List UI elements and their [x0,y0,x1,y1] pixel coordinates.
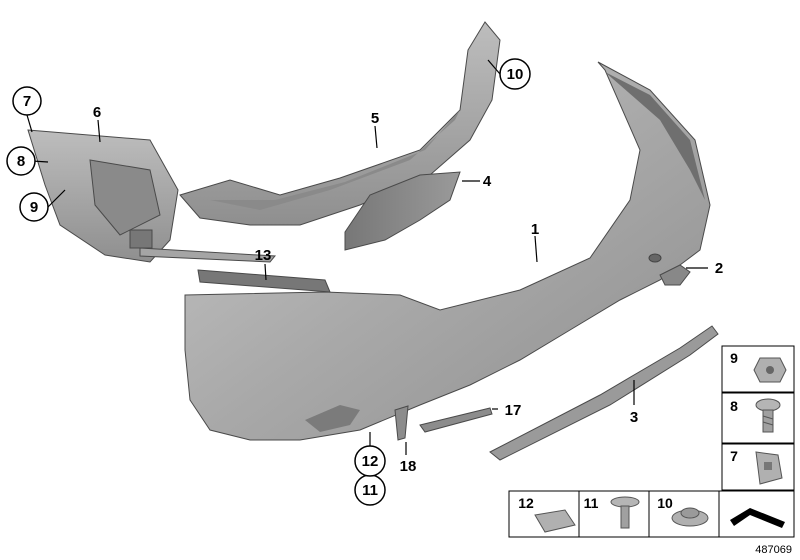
svg-text:12: 12 [518,495,534,511]
spring-clip-icon [534,509,576,533]
callout-13: 13 [255,247,272,264]
callout-7: 7 [12,86,42,116]
svg-text:12: 12 [362,453,379,470]
hardware-box-10: 10 [648,490,720,538]
hardware-box-7: 7 [721,443,795,491]
callout-2: 2 [715,260,723,277]
svg-text:11: 11 [362,482,378,499]
svg-text:13: 13 [255,247,272,264]
svg-text:9: 9 [30,199,38,216]
part-lower-trim [489,325,719,461]
svg-text:8: 8 [17,153,25,170]
callout-1: 1 [531,221,539,238]
callout-6: 6 [93,104,101,121]
callout-5: 5 [371,110,379,127]
callout-8: 8 [6,146,36,176]
part-bumper-cover [184,61,711,441]
svg-text:6: 6 [93,104,101,121]
svg-text:7: 7 [730,448,738,464]
svg-text:10: 10 [657,495,673,511]
screw-icon [755,398,781,433]
part-carrier [179,21,501,226]
callout-18: 18 [400,458,417,475]
svg-text:4: 4 [483,173,492,190]
hardware-box-gasket [718,490,795,538]
flange-nut-icon [671,507,709,527]
svg-text:2: 2 [715,260,723,277]
callout-3: 3 [630,409,638,426]
callout-4: 4 [483,173,492,190]
svg-text:3: 3 [630,409,638,426]
svg-text:9: 9 [730,350,738,366]
svg-text:11: 11 [584,495,599,511]
leader-lines [26,59,708,455]
callout-11: 11 [354,474,386,506]
rivet-icon [610,496,640,529]
hardware-box-11: 11 [578,490,650,538]
hardware-box-8: 8 [721,392,795,444]
part-bracket-left [27,129,277,263]
callout-10: 10 [499,58,531,90]
callout-9: 9 [19,192,49,222]
svg-text:17: 17 [505,402,522,419]
part-small-bracket [394,405,409,441]
gasket-icon [730,508,785,528]
reference-number: 487069 [755,544,792,556]
svg-text:5: 5 [371,110,379,127]
hardware-box-12: 12 [508,490,580,538]
part-trim-strip [197,269,331,293]
svg-text:10: 10 [507,66,524,83]
part-sensor-holder [659,264,691,286]
svg-text:8: 8 [730,398,738,414]
part-reinforcement [344,171,461,251]
svg-text:18: 18 [400,458,417,475]
callout-12: 12 [354,445,386,477]
hardware-box-9: 9 [721,345,795,393]
callout-17: 17 [505,402,522,419]
part-reflector-trim [419,407,493,433]
svg-text:7: 7 [23,93,31,110]
svg-text:1: 1 [531,221,539,238]
